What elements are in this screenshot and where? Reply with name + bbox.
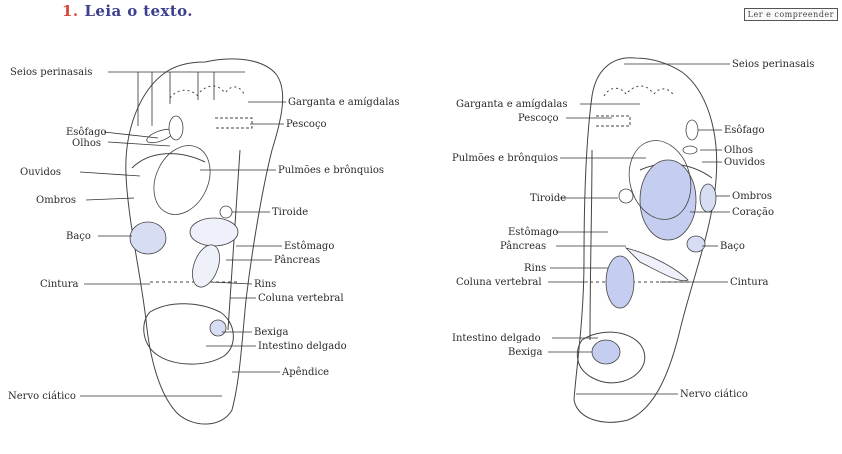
right-label-olhos: Olhos [724,145,753,156]
left-label-pancreas: Pâncreas [274,255,320,266]
right-kidney-zone [606,256,634,308]
right-label-bexiga: Bexiga [508,347,543,358]
left-kidney-zone [187,241,225,291]
left-thyroid-zone [220,206,232,218]
left-label-seios-perinasais: Seios perinasais [10,67,92,78]
left-stomach-zone [190,218,238,246]
right-pancreas-zone [626,248,688,281]
right-label-baco: Baço [720,241,745,252]
left-label-olhos: Olhos [72,138,101,149]
right-label-seios-perinasais: Seios perinasais [732,59,814,70]
left-label-ouvidos: Ouvidos [20,167,61,178]
right-label-tiroide: Tiroide [530,193,566,204]
left-label-nervo: Nervo ciático [8,391,76,402]
right-label-coluna: Coluna vertebral [456,277,542,288]
left-bladder-zone [210,320,226,336]
right-heart-zone [640,160,696,240]
left-toe-lines [170,86,244,98]
left-label-coluna: Coluna vertebral [258,293,344,304]
left-label-intestino: Intestino delgado [258,341,347,352]
left-shoulder-line [132,154,205,168]
right-toe-lines [604,86,674,96]
left-label-estomago: Estômago [284,241,334,252]
left-label-garganta: Garganta e amígdalas [288,97,400,108]
left-lung-zone [143,136,221,223]
right-label-garganta: Garganta e amígdalas [456,99,568,110]
left-label-tiroide: Tiroide [272,207,308,218]
right-label-nervo: Nervo ciático [680,389,748,400]
right-label-cintura: Cintura [730,277,769,288]
right-label-pescoco: Pescoço [518,113,559,124]
right-label-ombros: Ombros [732,191,772,202]
left-label-bexiga: Bexiga [254,327,289,338]
right-eye-zone [683,146,697,154]
left-label-baco: Baço [66,231,91,242]
right-bladder-zone [592,340,620,364]
right-spleen-zone [687,236,705,252]
right-esophagus-zone [686,120,698,140]
right-label-pulmoes: Pulmões e brônquios [452,153,558,164]
left-label-rins: Rins [254,279,276,290]
left-label-pulmoes: Pulmões e brônquios [278,165,384,176]
right-spine-line [590,150,592,340]
left-eye-zone [169,116,183,140]
right-label-estomago: Estômago [508,227,558,238]
left-label-apendice: Apêndice [281,367,329,378]
left-label-pescoco: Pescoço [286,119,327,130]
right-label-ouvidos: Ouvidos [724,157,765,168]
left-label-esofago: Esôfago [66,127,107,138]
left-label-ombros: Ombros [36,195,76,206]
right-label-coracao: Coração [732,207,774,218]
right-label-pancreas: Pâncreas [500,241,546,252]
left-neck-zone [215,118,252,128]
right-shoulder-zone [700,184,716,212]
left-spleen-zone [130,222,166,254]
right-label-esofago: Esôfago [724,125,765,136]
right-label-intestino: Intestino delgado [452,333,541,344]
left-label-cintura: Cintura [40,279,79,290]
right-thyroid-zone [619,189,633,203]
right-neck-zone [596,116,630,126]
right-label-rins: Rins [524,263,546,274]
